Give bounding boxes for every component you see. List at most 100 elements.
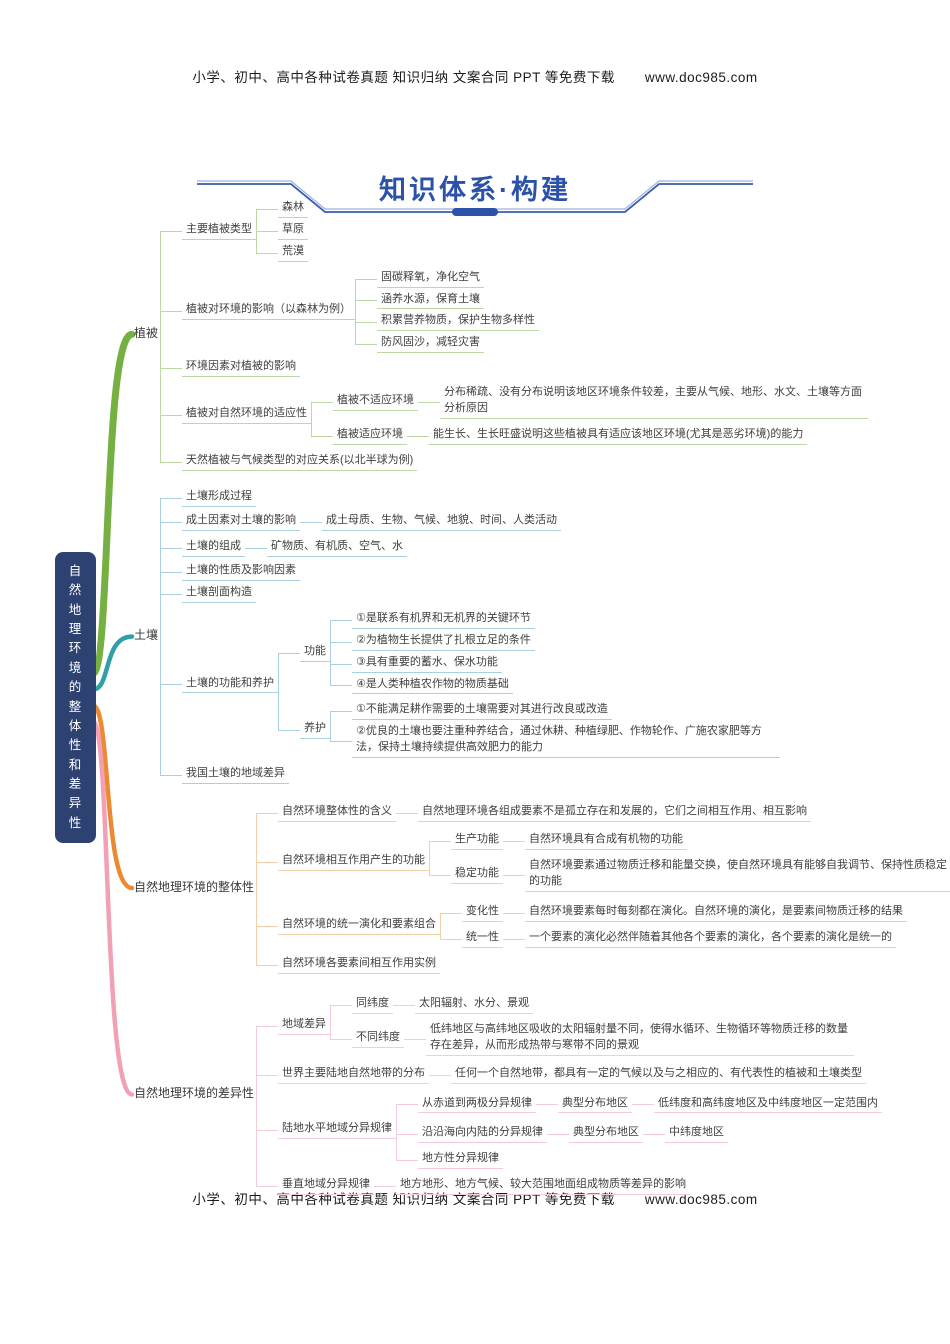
node-label: 沿沿海向内陆的分异规律 <box>418 1125 548 1144</box>
node-children: 同纬度 太阳辐射、水分、景观不同纬度低纬地区与高纬地区吸收的太阳辐射量不同，使得水… <box>330 992 855 1060</box>
branch-node: 植被主要植被类型森林草原荒漠植被对环境的影响（以森林为例）固碳释氧，净化空气涵养… <box>130 196 945 473</box>
map-node: 从赤道到两极分异规律典型分布地区低纬度和高纬度地区及中纬度地区一定范围内 <box>396 1090 883 1120</box>
map-node: 成土因素对土壤的影响成土母质、生物、气候、地貌、时间、人类活动 <box>160 508 780 535</box>
map-node: 沿沿海向内陆的分异规律典型分布地区中纬度地区 <box>396 1119 882 1150</box>
node-label: 低纬度和高纬度地区及中纬度地区一定范围内 <box>654 1096 883 1114</box>
branch-node: 自然地理环境的差异性地域差异同纬度太阳辐射、水分、景观不同纬度低纬地区与高纬地区… <box>130 990 945 1200</box>
node-label: 变化性 <box>462 904 504 922</box>
leaf-node: ①不能满足耕作需要的土壤需要对其进行改良或改造 <box>330 700 780 723</box>
node-label: 植被对自然环境的适应性 <box>182 406 312 425</box>
node-children: 中纬度地区 <box>643 1123 729 1145</box>
node-label: 统一性 <box>462 930 504 948</box>
node-children: 森林草原荒漠 <box>256 198 309 264</box>
map-node: 功能 ①是联系有机界和无机界的关键环节 ②为植物生长提供了扎根立足的条件 ③具有重要的… <box>278 607 780 699</box>
node-label: ③具有重要的蓄水、保水功能 <box>352 655 502 673</box>
node-children: 从赤道到两极分异规律典型分布地区低纬度和高纬度地区及中纬度地区一定范围内沿沿海向… <box>396 1090 883 1172</box>
node-label: 垂直地域分异规律 <box>278 1177 375 1196</box>
branch-label: 自然地理环境的差异性 <box>134 1086 255 1101</box>
node-label: 自然环境相互作用产生的功能 <box>278 853 430 871</box>
leaf-node: 防风固沙，减轻灾害 <box>355 333 539 355</box>
map-node: 自然环境整体性的含义自然地理环境各组成要素不是孤立存在和发展的，它们之间相互作用… <box>256 800 945 827</box>
map-node: 主要植被类型森林草原荒漠 <box>160 196 868 266</box>
node-label: 涵养水源，保育土壤 <box>377 292 485 310</box>
node-children: 功能 ①是联系有机界和无机界的关键环节 ②为植物生长提供了扎根立足的条件 ③具有重要的… <box>278 607 781 763</box>
map-node: 世界主要陆地自然地带的分布任何一个自然地带，都具有一定的气候以及与之相应的、有代… <box>256 1061 882 1088</box>
node-label: 自然环境整体性的含义 <box>278 804 397 823</box>
node-children: 自然地理环境各组成要素不是孤立存在和发展的，它们之间相互作用、相互影响 <box>396 802 812 824</box>
node-label: 同纬度 <box>352 996 394 1014</box>
node-children: 自然环境要素通过物质迁移和能量交换，使自然环境具有能够自我调节、保持性质稳定的功… <box>503 856 950 894</box>
node-label: ②为植物生长提供了扎根立足的条件 <box>352 633 535 651</box>
node-children: 分布稀疏、没有分布说明该地区环境条件较差，主要从气候、地形、水文、土壤等方面分析… <box>418 383 869 421</box>
node-children: 任何一个自然地带，都具有一定的气候以及与之相应的、有代表性的植被和土壤类型 <box>429 1064 867 1086</box>
node-label: 养护 <box>300 721 331 740</box>
node-label: 成土因素对土壤的影响 <box>182 513 301 531</box>
leaf-node: 低纬地区与高纬地区吸收的太阳辐射量不同，使得水循环、生物循环等物质迁移的数量存在… <box>404 1020 855 1058</box>
node-children: ①是联系有机界和无机界的关键环节 ②为植物生长提供了扎根立足的条件 ③具有重要的蓄水… <box>330 609 535 697</box>
leaf-node: 荒漠 <box>256 241 309 264</box>
node-label: 分布稀疏、没有分布说明该地区环境条件较差，主要从气候、地形、水文、土壤等方面分析… <box>440 385 869 420</box>
map-node: 自然环境的统一演化和要素组合 变化性自然环境要素每时每刻都在演化。自然环境的演化，… <box>256 897 945 954</box>
node-children: 低纬地区与高纬地区吸收的太阳辐射量不同，使得水循环、生物循环等物质迁移的数量存在… <box>404 1020 855 1058</box>
map-node: 典型分布地区中纬度地区 <box>547 1121 729 1147</box>
leaf-node: 自然环境要素每时每刻都在演化。自然环境的演化，是要素间物质迁移的结果 <box>503 902 908 924</box>
node-label: 太阳辐射、水分、景观 <box>415 996 534 1014</box>
node-label: 世界主要陆地自然地带的分布 <box>278 1066 430 1084</box>
node-label: 地方性分异规律 <box>418 1151 504 1170</box>
title-center-bar <box>452 208 498 216</box>
map-node: 陆地水平地域分异规律从赤道到两极分异规律典型分布地区低纬度和高纬度地区及中纬度地… <box>256 1087 883 1174</box>
mindmap: 自然地理环境的整体性和差异性 植被主要植被类型森林草原荒漠植被对环境的影响（以森… <box>55 201 950 1196</box>
footer-url: www.doc985.com <box>644 1192 758 1207</box>
leaf-node: 地方地形、地方气候、较大范围地面组成物质等差异的影响 <box>374 1175 691 1197</box>
node-label: 土壤形成过程 <box>182 489 257 507</box>
node-children: 生产功能自然环境具有合成有机物的功能稳定功能自然环境要素通过物质迁移和能量交换，… <box>429 828 950 896</box>
leaf-node: 草原 <box>256 219 309 242</box>
leaf-node: 固碳释氧，净化空气 <box>355 268 539 290</box>
map-node: 植被对环境的影响（以森林为例）固碳释氧，净化空气涵养水源，保育土壤积累营养物质，… <box>160 265 868 358</box>
node-label: 自然环境各要素间相互作用实例 <box>278 956 441 974</box>
node-children: 矿物质、有机质、空气、水 <box>245 537 408 559</box>
node-label: 一个要素的演化必然伴随着其他各个要素的演化，各个要素的演化是统一的 <box>525 930 897 948</box>
map-node: 土壤的组成矿物质、有机质、空气、水 <box>160 534 780 561</box>
map-node: 养护 ①不能满足耕作需要的土壤需要对其进行改良或改造 ②优良的土壤也要注重种养结合，… <box>278 698 781 762</box>
node-children: 植被不适应环境分布稀疏、没有分布说明该地区环境条件较差，主要从气候、地形、水文、… <box>311 381 869 449</box>
node-label: 地方地形、地方气候、较大范围地面组成物质等差异的影响 <box>396 1177 691 1196</box>
node-label: 典型分布地区 <box>569 1125 644 1144</box>
node-children: 地方地形、地方气候、较大范围地面组成物质等差异的影响 <box>374 1175 691 1197</box>
node-label: 防风固沙，减轻灾害 <box>377 335 485 354</box>
node-label: 自然环境的统一演化和要素组合 <box>278 917 441 935</box>
map-node: 地方性分异规律 <box>396 1149 882 1171</box>
node-label: 植被适应环境 <box>333 427 408 446</box>
map-node: 土壤的性质及影响因素 <box>160 560 780 583</box>
node-label: 土壤的性质及影响因素 <box>182 563 301 581</box>
leaf-node: 太阳辐射、水分、景观 <box>393 994 534 1016</box>
map-node: 稳定功能自然环境要素通过物质迁移和能量交换，使自然环境具有能够自我调节、保持性质… <box>429 854 950 896</box>
node-children: 太阳辐射、水分、景观 <box>393 994 534 1016</box>
node-label: 固碳释氧，净化空气 <box>377 270 485 288</box>
leaf-node: 自然环境要素通过物质迁移和能量交换，使自然环境具有能够自我调节、保持性质稳定的功… <box>503 856 950 894</box>
leaf-node: ④是人类种植农作物的物质基础 <box>330 674 535 697</box>
node-label: 能生长、生长旺盛说明这些植被具有适应该地区环境(尤其是恶劣环境)的能力 <box>429 427 808 446</box>
leaf-node: 低纬度和高纬度地区及中纬度地区一定范围内 <box>632 1094 883 1116</box>
node-label: 功能 <box>300 644 331 662</box>
node-label: 森林 <box>278 200 309 218</box>
node-label: 低纬地区与高纬地区吸收的太阳辐射量不同，使得水循环、生物循环等物质迁移的数量存在… <box>426 1022 855 1056</box>
footer-text: 小学、初中、高中各种试卷真题 知识归纳 文案合同 PPT 等免费下载 <box>192 1192 615 1207</box>
node-children: 自然环境要素每时每刻都在演化。自然环境的演化，是要素间物质迁移的结果 <box>503 902 908 924</box>
leaf-node: 森林 <box>256 198 309 220</box>
node-label: ①是联系有机界和无机界的关键环节 <box>352 611 535 629</box>
node-label: ②优良的土壤也要注重种养结合，通过休耕、种植绿肥、作物轮作、广施农家肥等方法，保… <box>352 724 781 759</box>
node-label: 天然植被与气候类型的对应关系(以北半球为例) <box>182 453 418 471</box>
node-label: 自然环境具有合成有机物的功能 <box>525 832 688 851</box>
header-text: 小学、初中、高中各种试卷真题 知识归纳 文案合同 PPT 等免费下载 <box>192 70 615 85</box>
node-children: 典型分布地区低纬度和高纬度地区及中纬度地区一定范围内 <box>536 1092 883 1118</box>
branch-node: 自然地理环境的整体性自然环境整体性的含义自然地理环境各组成要素不是孤立存在和发展… <box>130 800 950 976</box>
map-node: 不同纬度低纬地区与高纬地区吸收的太阳辐射量不同，使得水循环、生物循环等物质迁移的… <box>330 1017 855 1060</box>
root-node: 自然地理环境的整体性和差异性 <box>55 551 96 844</box>
leaf-node: 成土母质、生物、气候、地貌、时间、人类活动 <box>300 511 562 533</box>
node-label: 荒漠 <box>278 244 309 262</box>
node-children: 土壤形成过程成土因素对土壤的影响成土母质、生物、气候、地貌、时间、人类活动土壤的… <box>160 487 781 786</box>
leaf-node: ③具有重要的蓄水、保水功能 <box>330 652 535 675</box>
leaf-node: ①是联系有机界和无机界的关键环节 <box>330 609 535 631</box>
node-label: ①不能满足耕作需要的土壤需要对其进行改良或改造 <box>352 702 612 721</box>
